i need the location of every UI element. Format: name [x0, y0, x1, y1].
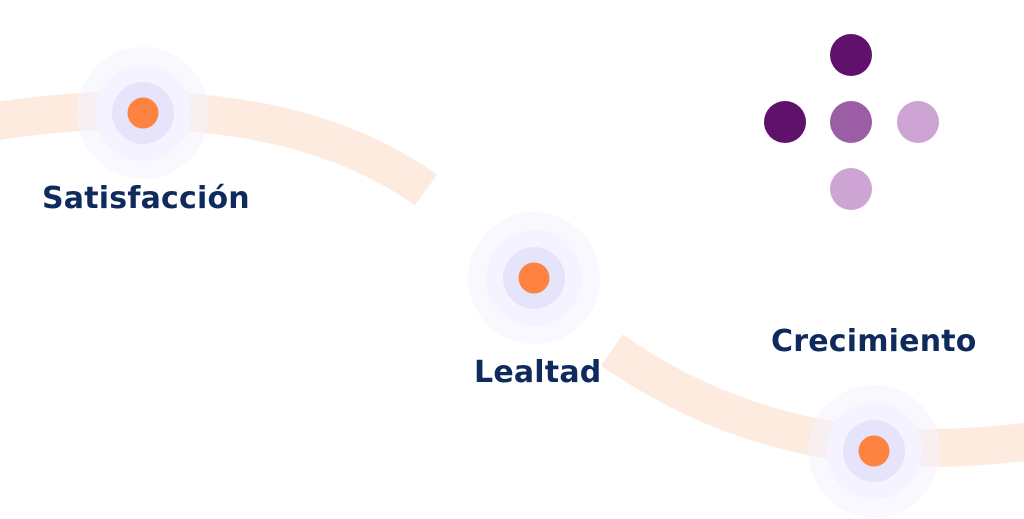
- plus-dot-center: [830, 101, 872, 143]
- plus-dot-right: [897, 101, 939, 143]
- stage-label-satisfaccion: Satisfacción: [42, 181, 250, 216]
- path-band-top: [0, 91, 438, 206]
- stage-label-crecimiento: Crecimiento: [771, 324, 977, 359]
- node-lealtad-icon: [468, 212, 600, 344]
- plus-dot-left: [764, 101, 806, 143]
- plus-dot-bottom: [830, 168, 872, 210]
- node-satisfaccion-icon: [77, 47, 209, 179]
- stage-label-lealtad: Lealtad: [474, 355, 602, 390]
- node-crecimiento-icon: [808, 385, 940, 517]
- plus-dots-icon: [764, 34, 939, 210]
- plus-dot-top: [830, 34, 872, 76]
